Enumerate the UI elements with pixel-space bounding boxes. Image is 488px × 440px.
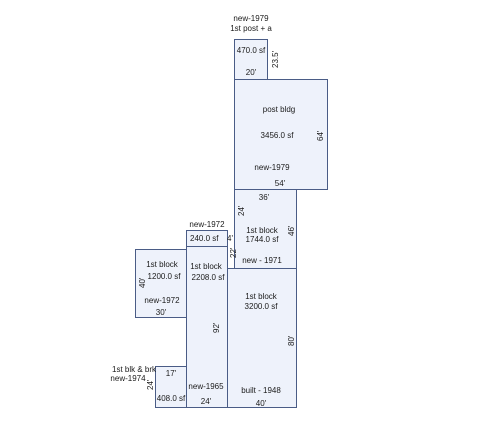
block-1972-left-depth: 40' bbox=[138, 277, 147, 288]
block-1972-left-title: 1st block bbox=[146, 260, 178, 269]
block-1972-small-year: new-1972 bbox=[189, 220, 225, 229]
block-1971-title: 1st block bbox=[246, 226, 278, 235]
post-addition-width: 20' bbox=[245, 68, 257, 77]
block-1948-depth: 80' bbox=[287, 335, 296, 346]
block-1972-left-width: 30' bbox=[155, 308, 167, 317]
block-1948-title: 1st block bbox=[245, 292, 277, 301]
block-1965-width: 24' bbox=[200, 397, 212, 406]
post-addition-box bbox=[234, 39, 268, 80]
post-building-depth: 64' bbox=[316, 130, 325, 141]
block-1971-area: 1744.0 sf bbox=[245, 235, 279, 244]
block-1965-title: 1st block bbox=[190, 262, 222, 271]
brick-1974-width: 17' bbox=[165, 369, 177, 378]
post-building-box bbox=[234, 79, 328, 190]
post-addition-area: 470.0 sf bbox=[236, 46, 266, 55]
block-1972-small-width: 4' bbox=[227, 234, 233, 243]
post-building-area: 3456.0 sf bbox=[260, 131, 294, 140]
block-1965-area: 2208.0 sf bbox=[191, 273, 225, 282]
block-1972-left-box bbox=[135, 249, 187, 318]
brick-1974-year: new-1974 bbox=[110, 374, 146, 383]
post-building-year: new-1979 bbox=[254, 163, 290, 172]
post-building-title: post bldg bbox=[262, 105, 296, 114]
block-1971-right-dim: 46' bbox=[287, 225, 296, 236]
block-1965-box bbox=[186, 246, 228, 408]
brick-1974-area: 408.0 sf bbox=[156, 394, 186, 403]
block-1965-year: new-1965 bbox=[188, 382, 224, 391]
block-1972-small-depth: 22' bbox=[229, 247, 238, 258]
brick-1974-box bbox=[155, 366, 187, 408]
block-1948-box bbox=[227, 268, 297, 408]
post-addition-year: new-1979 bbox=[233, 14, 269, 23]
block-1971-width: 36' bbox=[258, 193, 270, 202]
block-1971-year: new - 1971 bbox=[242, 256, 282, 265]
block-1948-year: built - 1948 bbox=[241, 386, 281, 395]
block-1948-area: 3200.0 sf bbox=[244, 302, 278, 311]
block-1972-left-year: new-1972 bbox=[144, 296, 180, 305]
post-building-width: 54' bbox=[274, 179, 286, 188]
block-1972-left-area: 1200.0 sf bbox=[147, 272, 181, 281]
block-1965-depth: 92' bbox=[212, 322, 221, 333]
brick-1974-title: 1st blk & brk bbox=[111, 365, 157, 374]
brick-1974-depth: 24' bbox=[146, 379, 155, 390]
block-1948-width: 40' bbox=[255, 399, 267, 408]
block-1971-left-dim: 24' bbox=[237, 205, 246, 216]
post-addition-title: 1st post + a bbox=[230, 24, 272, 33]
block-1972-small-area: 240.0 sf bbox=[190, 234, 219, 243]
post-addition-depth: 23.5' bbox=[271, 50, 280, 68]
